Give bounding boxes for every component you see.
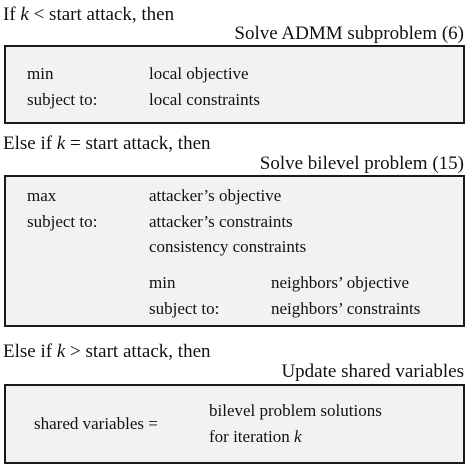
condition-1: If k < start attack, then [3,5,174,24]
box2-label-subject-to: subject to: [27,212,98,231]
condition-2: Else if k = start attack, then [3,134,211,153]
box3-rhs-line2: for iteration k [209,428,302,445]
box3-rhs-line2-prefix: for iteration [209,427,294,446]
caption-1: Solve ADMM subproblem (6) [234,23,464,44]
box2-inner-value-neighbors-objective: neighbors’ objective [271,273,410,292]
condition-2-var: k [56,133,66,154]
box2-inner-label-subject-to: subject to: [149,299,220,318]
box2-inner-value-neighbors-constraints: neighbors’ constraints [271,299,421,318]
caption-2: Solve bilevel problem (15) [259,153,464,174]
condition-3-var: k [56,341,66,362]
box-admm-subproblem: min local objective subject to: local co… [4,45,465,124]
condition-1-suffix: < start attack, then [28,4,175,25]
caption-3: Update shared variables [281,361,464,382]
condition-2-prefix: Else if [3,133,57,154]
box1-value-local-objective: local objective [149,64,249,83]
condition-1-prefix: If [3,4,21,25]
box-bilevel-problem: max attacker’s objective subject to: att… [4,175,465,327]
box1-value-local-constraints: local constraints [149,90,260,109]
condition-2-suffix: = start attack, then [65,133,211,154]
box2-value-attacker-objective: attacker’s objective [149,186,282,205]
box2-inner-label-min: min [149,273,176,292]
box2-value-attacker-constraints: attacker’s constraints [149,212,293,231]
box3-rhs-line1: bilevel problem solutions [209,401,382,420]
box2-value-consistency-constraints: consistency constraints [149,237,307,256]
box3-rhs-line2-var: k [293,427,302,446]
box1-label-min: min [27,64,54,83]
condition-1-var: k [20,4,29,25]
condition-3: Else if k > start attack, then [3,342,211,361]
box1-label-subject-to: subject to: [27,90,98,109]
box2-label-max: max [27,186,57,205]
condition-3-prefix: Else if [3,341,57,362]
box-update-shared-variables: shared variables = bilevel problem solut… [4,384,465,464]
box3-lhs: shared variables = [34,414,158,433]
condition-3-suffix: > start attack, then [65,341,211,362]
